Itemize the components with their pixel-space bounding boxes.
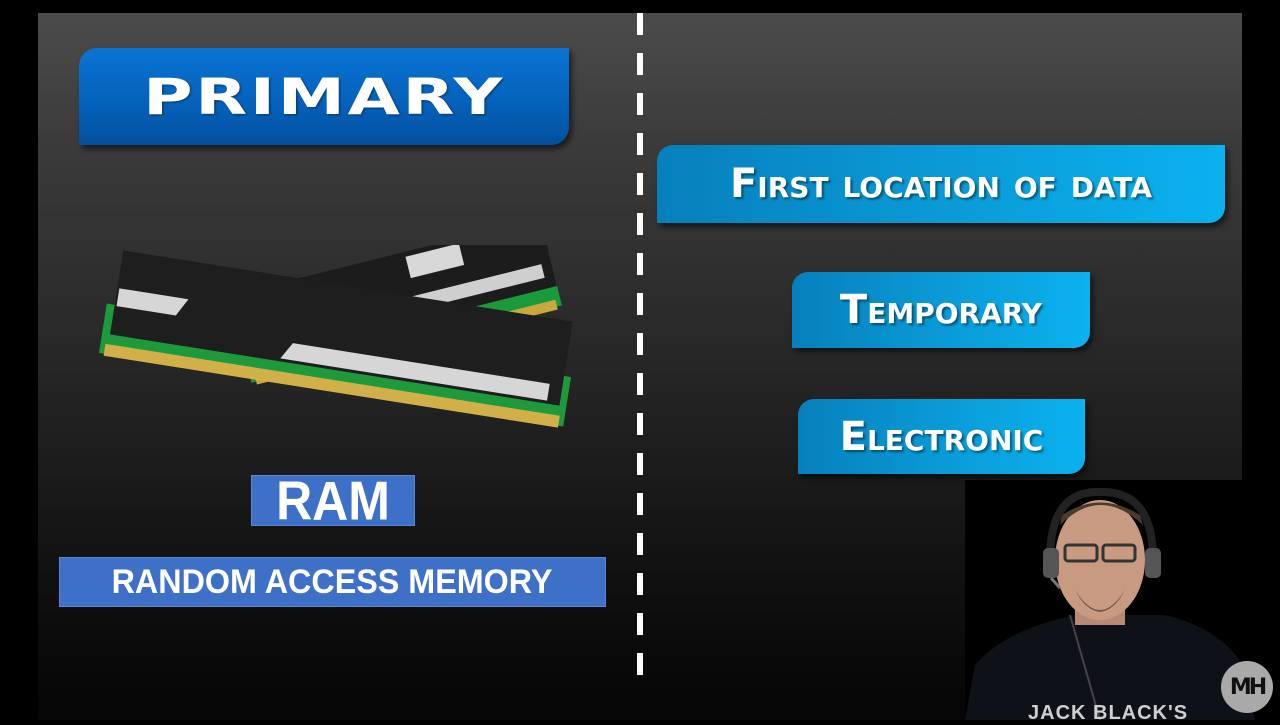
trait-electronic-text: Electronic	[839, 413, 1044, 460]
primary-heading-banner: PRIMARY	[79, 48, 569, 145]
primary-heading-text: PRIMARY	[142, 67, 506, 126]
ram-acronym-text: RAM	[276, 469, 390, 532]
presenter-shirt-text: JACK BLACK'S	[1028, 702, 1189, 724]
trait-first-location-text: First location of data	[729, 161, 1153, 207]
channel-logo: MH	[1221, 661, 1273, 713]
ram-acronym-box: RAM	[251, 470, 415, 531]
dashed-divider	[637, 13, 643, 693]
trait-temporary-text: Temporary	[839, 287, 1043, 333]
trait-electronic: Electronic	[798, 399, 1085, 474]
trait-first-location: First location of data	[657, 145, 1225, 223]
ram-fullname-text: RANDOM ACCESS MEMORY	[112, 562, 553, 601]
ram-modules-image	[98, 245, 573, 428]
ram-fullname-box: RANDOM ACCESS MEMORY	[59, 557, 606, 607]
channel-logo-text: MH	[1229, 674, 1267, 700]
trait-temporary: Temporary	[792, 272, 1090, 348]
